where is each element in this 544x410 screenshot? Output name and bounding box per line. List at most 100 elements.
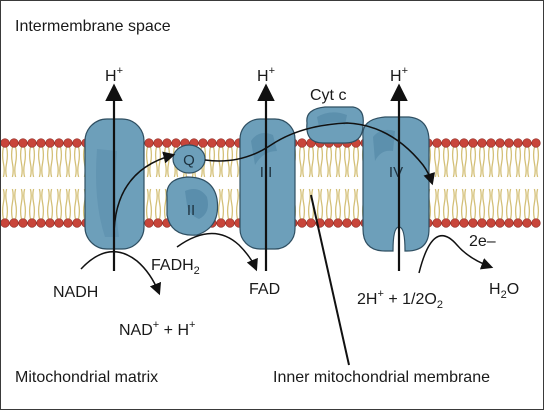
lipid-tail [329,188,333,220]
lipid-tail [338,188,342,220]
complex-ii: II [166,176,219,236]
lipid-tail [487,146,491,178]
lipid-tail [478,146,482,178]
lipid-tail [523,188,527,220]
lipid-tail [32,188,36,220]
lipid-tail [509,146,513,178]
lipid-tail [307,188,311,220]
lipid-tail [500,146,504,178]
lipid-head [477,138,487,148]
lipid-tail [37,146,41,178]
lipid-tail [158,146,162,178]
lipid-head [1,218,10,228]
lipid-tail [338,146,342,178]
lipid-tail [482,146,486,178]
complex-ii-label: II [187,202,195,219]
fadh2-label: FADH2 [151,257,200,277]
oxygen-label: 2H+ + 1/2O2 [357,288,443,311]
lipid-head [9,218,19,228]
lipid-tail [37,188,41,220]
complex-i-to-q-arrow [113,151,176,240]
lipid-tail [154,146,158,178]
lipid-tail [352,188,356,220]
lipid-head [495,138,505,148]
q-label: Q [183,152,195,169]
lipid-tail [59,188,63,220]
lipid-tail [68,188,72,220]
lipid-tail [451,188,455,220]
lipid-head [342,218,352,228]
lipid-head [486,138,496,148]
lipid-tail [478,188,482,220]
lipid-tail [230,188,234,220]
lipid-tail [527,146,531,178]
lipid-head [153,138,163,148]
lipid-tail [19,188,23,220]
lipid-tail [19,146,23,178]
lipid-tail [55,188,59,220]
lipid-tail [356,146,360,178]
lipid-tail [235,188,239,220]
lipid-tail [460,188,464,220]
lipid-head [459,218,469,228]
lipid-tail [50,188,54,220]
lipid-tail [64,146,68,178]
lipid-tail [14,146,18,178]
lipid-tail [446,188,450,220]
lipid-head [18,218,28,228]
lipid-tail [10,188,14,220]
membrane-leader-line [310,194,350,366]
lipid-tail [455,146,459,178]
lipid-tail [455,188,459,220]
lipid-tail [145,146,149,178]
complex-iii: III [239,118,296,250]
lipid-head [504,138,514,148]
lipid-tail [32,146,36,178]
fad-label: FAD [249,281,280,298]
lipid-tail [505,188,509,220]
lipid-tail [536,146,540,178]
lipid-tail [41,146,45,178]
lipid-tail [500,188,504,220]
lipid-tail [46,188,50,220]
lipid-tail [28,188,32,220]
lipid-tail [532,146,536,178]
inner-membrane-label: Inner mitochondrial membrane [273,369,490,386]
lipid-head [432,218,442,228]
q-to-cytc-to-iv-arrow [204,122,435,186]
lipid-head [450,138,460,148]
lipid-tail [451,146,455,178]
lipid-tail [334,188,338,220]
lipid-tail [298,188,302,220]
lipid-tail [433,146,437,178]
mitochondrial-matrix-label: Mitochondrial matrix [15,369,158,386]
lipid-head [54,218,64,228]
lipid-tail [347,146,351,178]
lipid-head [297,138,307,148]
lipid-head [459,138,469,148]
lipid-tail [347,188,351,220]
lipid-tail [23,188,27,220]
lipid-tail [473,146,477,178]
lipid-tail [68,146,72,178]
lipid-tail [433,188,437,220]
lipid-head [504,218,514,228]
lipid-tail [482,188,486,220]
lipid-tail [496,188,500,220]
lipid-head [468,138,478,148]
lipid-tail [469,146,473,178]
lipid-head [72,138,82,148]
lipid-tail [221,188,225,220]
lipid-tail [491,146,495,178]
lipid-head [324,218,334,228]
electrons-label: 2e– [469,233,496,250]
lipid-tail [437,188,441,220]
lipid-tail [217,188,221,220]
lipid-tail [235,146,239,178]
lipid-tail [167,146,171,178]
lipid-tail [320,188,324,220]
lipid-head [450,218,460,228]
lipid-head [1,138,10,148]
lipid-tail [527,188,531,220]
lipid-head [63,138,73,148]
